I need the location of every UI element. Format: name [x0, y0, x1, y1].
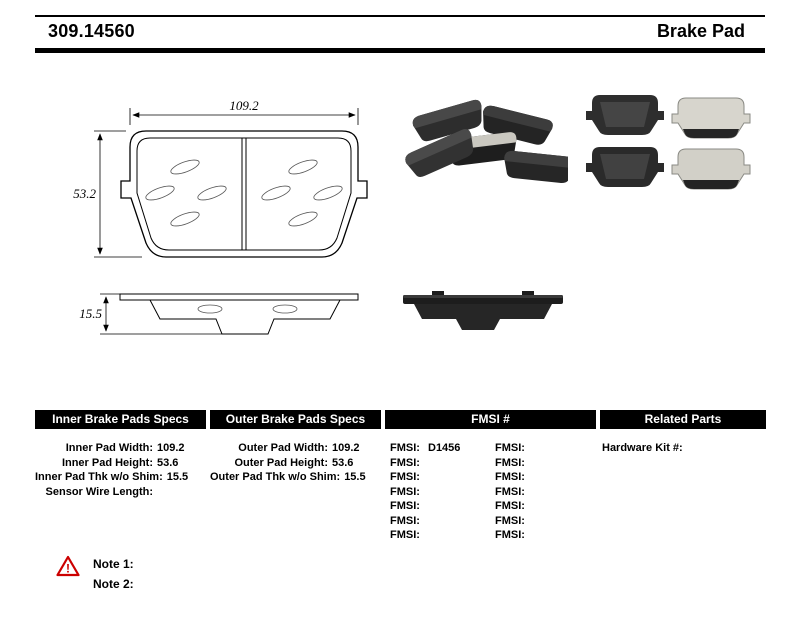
- note-1: Note 1:: [93, 557, 134, 571]
- fmsi-row: FMSI:: [495, 470, 595, 485]
- fmsi-value: D1456: [428, 442, 461, 454]
- spec-value: 109.2: [157, 442, 185, 454]
- spec-row: Inner Pad Height: 53.6: [35, 456, 205, 471]
- pad-friction-outline: [136, 137, 352, 251]
- inner-specs-header: Inner Brake Pads Specs: [35, 410, 206, 429]
- pad-set-photo: [586, 95, 751, 190]
- thickness-dimension: 15.5: [79, 293, 222, 335]
- fmsi-row: FMSI:: [495, 456, 595, 471]
- fmsi-row: FMSI:: [390, 485, 490, 500]
- width-dimension-label: 109.2: [229, 98, 259, 113]
- header-rule-bottom: [35, 48, 765, 53]
- fmsi-label: FMSI:: [495, 529, 525, 541]
- fmsi-label: FMSI:: [390, 500, 420, 512]
- fmsi-label: FMSI:: [390, 529, 420, 541]
- fmsi-label: FMSI:: [495, 456, 525, 469]
- fmsi-row: FMSI:: [495, 528, 595, 543]
- spec-value: [153, 485, 205, 500]
- spec-label: Inner Pad Thk w/o Shim:: [35, 471, 163, 483]
- fmsi-label: FMSI:: [495, 471, 525, 483]
- note-2: Note 2:: [93, 577, 134, 591]
- outer-specs-header: Outer Brake Pads Specs: [210, 410, 381, 429]
- related-row: Hardware Kit #:: [602, 441, 764, 456]
- pad-center-slot: [241, 138, 247, 250]
- spec-value: 109.2: [332, 442, 360, 454]
- fmsi-label: FMSI:: [495, 442, 525, 454]
- fmsi-header: FMSI #: [385, 410, 596, 429]
- dimension-drawing: 109.2 53.2 15.5: [73, 98, 368, 335]
- part-number: 309.14560: [48, 21, 135, 41]
- fmsi-row: FMSI: D1456: [390, 441, 490, 456]
- spec-row: Inner Pad Thk w/o Shim: 15.5: [35, 470, 205, 485]
- spec-label: Outer Pad Width:: [238, 442, 328, 454]
- spec-row: Sensor Wire Length:: [35, 485, 205, 500]
- header-rule-top: [35, 15, 765, 17]
- fmsi-label: FMSI:: [390, 456, 420, 469]
- fmsi-row: FMSI:: [390, 528, 490, 543]
- height-dimension-label: 53.2: [73, 186, 96, 201]
- logo-stamps: [145, 159, 343, 227]
- loose-pads-photo: [403, 98, 568, 185]
- fmsi-row: FMSI:: [495, 441, 595, 456]
- fmsi-label: FMSI:: [495, 500, 525, 512]
- related-label: Hardware Kit #:: [602, 442, 683, 454]
- fmsi-row: FMSI:: [390, 499, 490, 514]
- thickness-dimension-label: 15.5: [79, 306, 102, 321]
- spec-label: Inner Pad Height:: [61, 456, 153, 469]
- fmsi-row: FMSI:: [495, 485, 595, 500]
- spec-value: 53.6: [332, 456, 354, 469]
- fmsi-row: FMSI:: [390, 514, 490, 529]
- related-parts-header: Related Parts: [600, 410, 766, 429]
- spec-label: Outer Pad Thk w/o Shim:: [210, 471, 341, 483]
- spec-row: Outer Pad Height: 53.6: [210, 456, 380, 471]
- page-title: Brake Pad: [656, 21, 745, 41]
- fmsi-table-left: FMSI: D1456 FMSI: FMSI: FMSI: FMSI: FMSI:…: [390, 441, 490, 543]
- fmsi-label: FMSI:: [390, 485, 420, 498]
- pad-side-photo: [403, 291, 563, 330]
- spec-label: Sensor Wire Length:: [45, 485, 153, 498]
- fmsi-label: FMSI:: [495, 485, 525, 498]
- fmsi-table-right: FMSI: FMSI: FMSI: FMSI: FMSI: FMSI: FMSI…: [495, 441, 595, 543]
- fmsi-row: FMSI:: [390, 456, 490, 471]
- inner-specs-table: Inner Pad Width: 109.2 Inner Pad Height:…: [35, 441, 205, 499]
- fmsi-row: FMSI:: [390, 470, 490, 485]
- fmsi-label: FMSI:: [390, 471, 420, 483]
- fmsi-label: FMSI:: [495, 514, 525, 527]
- outer-specs-table: Outer Pad Width: 109.2 Outer Pad Height:…: [210, 441, 380, 485]
- width-dimension: 109.2: [129, 98, 359, 125]
- spec-row: Inner Pad Width: 109.2: [35, 441, 205, 456]
- warning-icon: !: [56, 555, 80, 577]
- spec-value: 15.5: [166, 471, 189, 483]
- spec-label: Outer Pad Height:: [234, 456, 328, 469]
- spec-value: 53.6: [157, 456, 179, 469]
- pad-front-outline: [120, 130, 368, 258]
- pad-side-view: [119, 293, 359, 335]
- fmsi-label: FMSI:: [390, 442, 420, 454]
- fmsi-row: FMSI:: [495, 499, 595, 514]
- spec-value: 15.5: [344, 471, 366, 483]
- fmsi-label: FMSI:: [390, 514, 420, 527]
- spec-row: Outer Pad Thk w/o Shim: 15.5: [210, 470, 380, 485]
- spec-label: Inner Pad Width:: [65, 442, 153, 454]
- height-dimension: 53.2: [73, 130, 142, 258]
- spec-row: Outer Pad Width: 109.2: [210, 441, 380, 456]
- fmsi-row: FMSI:: [495, 514, 595, 529]
- warning-glyph: !: [66, 562, 70, 576]
- related-parts-table: Hardware Kit #:: [602, 441, 764, 456]
